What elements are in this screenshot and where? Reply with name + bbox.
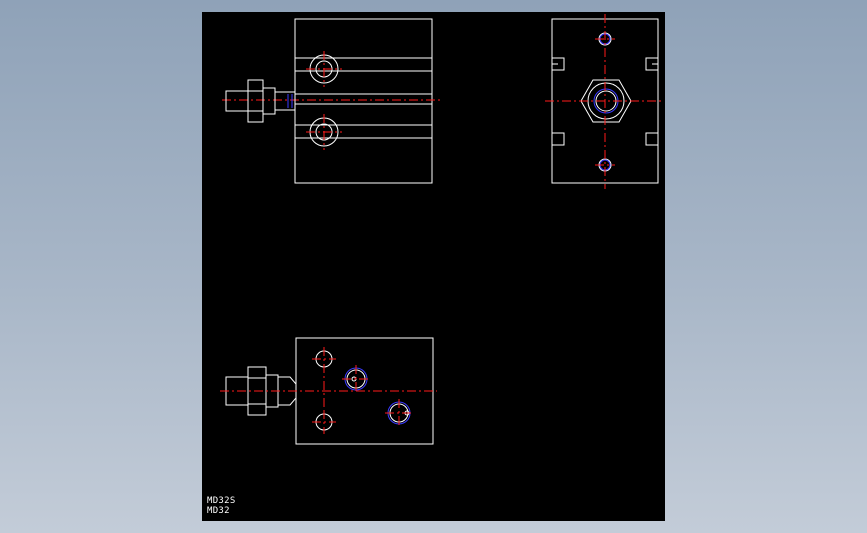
cad-drawing-canvas xyxy=(220,14,664,445)
bottom-hole-1 xyxy=(312,347,336,408)
cylinder-body-outline xyxy=(294,18,433,184)
bottom-view xyxy=(220,337,437,445)
bottom-hole-2 xyxy=(342,365,370,393)
port-hole-upper xyxy=(306,51,342,87)
model-label-block: MD32S MD32 xyxy=(207,496,236,516)
model-label-1: MD32S xyxy=(207,496,236,506)
end-view xyxy=(545,14,664,189)
top-view xyxy=(222,18,440,184)
bottom-hole-3 xyxy=(312,410,336,434)
piston-rod-assembly xyxy=(225,79,296,123)
cad-viewport[interactable]: MD32S MD32 xyxy=(202,12,665,521)
model-label-2: MD32 xyxy=(207,506,230,516)
port-hole-lower xyxy=(306,114,342,150)
bottom-hole-4 xyxy=(385,399,413,427)
